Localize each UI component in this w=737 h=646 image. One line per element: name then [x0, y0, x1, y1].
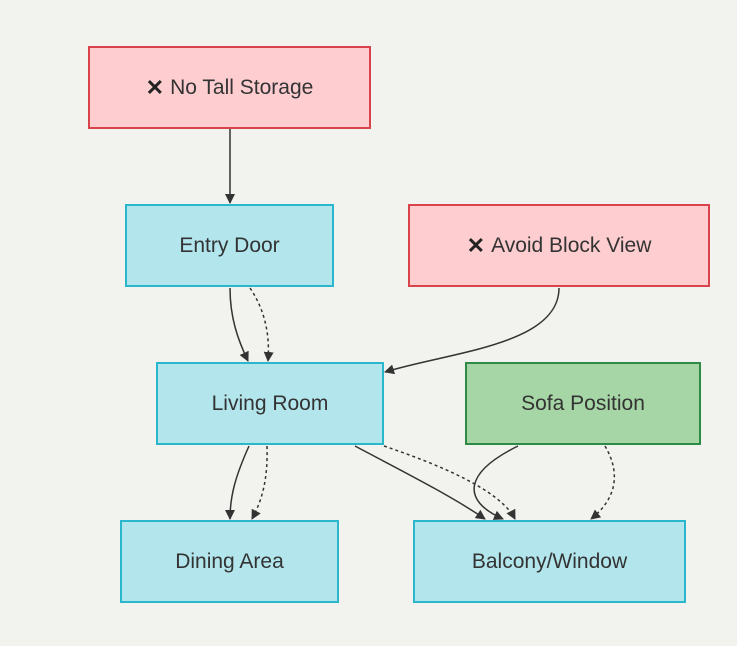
- edge-sofa-position-to-balcony-window-dotted: [590, 445, 616, 520]
- node-label: Living Room: [211, 391, 329, 415]
- edge-living-room-to-dining-area-dotted: [251, 445, 268, 520]
- x-mark-icon: ✕: [466, 232, 486, 258]
- node-sofa-position: Sofa Position: [465, 362, 701, 445]
- edge-entry-door-to-living-room-dotted: [249, 287, 274, 362]
- node-label: Balcony/Window: [471, 549, 628, 573]
- edge-avoid-block-view-to-living-room: [384, 287, 560, 375]
- edge-living-room-to-balcony-window-solid: [354, 445, 486, 520]
- node-dining-area: Dining Area: [120, 520, 339, 603]
- node-label: No Tall Storage: [170, 75, 314, 99]
- node-balcony-window: Balcony/Window: [413, 520, 686, 603]
- edge-entry-door-to-living-room-solid: [229, 287, 249, 362]
- node-label: Avoid Block View: [491, 233, 652, 257]
- edge-sofa-position-to-balcony-window-solid: [473, 445, 519, 520]
- node-avoid-block-view: ✕ Avoid Block View: [408, 204, 710, 287]
- node-no-tall-storage: ✕ No Tall Storage: [88, 46, 371, 129]
- node-label: Sofa Position: [521, 391, 645, 415]
- x-mark-icon: ✕: [145, 74, 165, 100]
- edge-living-room-to-balcony-window-dotted: [383, 445, 516, 520]
- node-living-room: Living Room: [156, 362, 384, 445]
- edge-living-room-to-dining-area-solid: [225, 445, 250, 520]
- node-label: Entry Door: [179, 233, 280, 257]
- node-entry-door: Entry Door: [125, 204, 334, 287]
- node-label: Dining Area: [175, 549, 284, 573]
